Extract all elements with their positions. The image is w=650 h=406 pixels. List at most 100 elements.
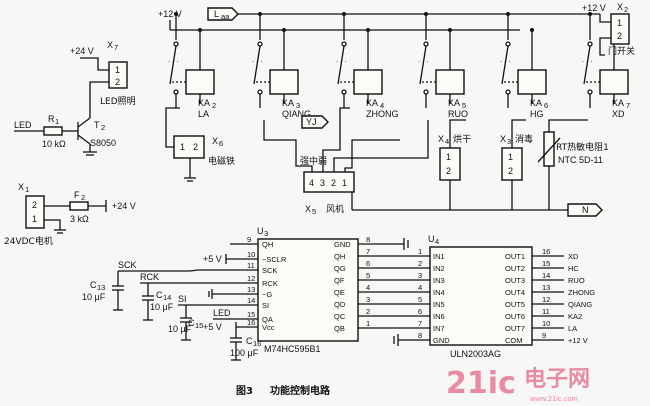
door-switch-x2: +12 V X 2 1 2 门开关	[582, 2, 635, 57]
relay-coil	[269, 69, 299, 95]
svg-text:QC: QC	[334, 312, 346, 321]
svg-text:. . .: . . .	[252, 55, 262, 64]
svg-text:4: 4	[309, 178, 314, 188]
u4-output-signal: QIANG	[568, 300, 592, 309]
svg-text:X: X	[617, 2, 623, 12]
svg-text:6: 6	[219, 139, 223, 148]
relay-name: QIANG	[282, 109, 311, 119]
svg-text:C: C	[90, 280, 97, 290]
svg-text:16: 16	[253, 339, 261, 348]
yj-tag: YJ	[301, 115, 329, 129]
svg-text:GND: GND	[433, 336, 450, 345]
svg-text:X: X	[18, 182, 24, 192]
svg-text:C: C	[246, 336, 253, 346]
svg-text:QA: QA	[262, 315, 273, 324]
svg-text:消毒: 消毒	[515, 133, 533, 145]
thermistor-rt1: RT热敏电阻1 NTC 5D-11	[537, 119, 609, 194]
u3-pin-7: QH7	[334, 247, 370, 261]
driver-u4: U 4 1IN12IN23IN34IN45IN56IN67IN78GNDOUT1…	[418, 234, 595, 359]
svg-text:N: N	[582, 205, 589, 215]
relay-ref: KA	[530, 98, 542, 108]
svg-text:1: 1	[617, 18, 622, 28]
svg-text:12: 12	[542, 295, 550, 304]
svg-text:X: X	[305, 204, 311, 214]
u3-left-circuit: +5 V SCK RCK SI LED +5 V C 13 10 μF C 14	[82, 243, 261, 361]
svg-text:QF: QF	[334, 276, 345, 285]
plus12-top-label: +12 V	[158, 9, 182, 19]
svg-text:~SCLR: ~SCLR	[262, 255, 287, 264]
u3-pin-3: QD3	[334, 295, 370, 309]
u3-pin-8: GND 8	[334, 235, 370, 249]
svg-text:+24 V: +24 V	[112, 201, 136, 211]
svg-text:2: 2	[617, 31, 622, 41]
svg-text:3: 3	[418, 271, 422, 280]
svg-text:2: 2	[81, 193, 85, 202]
svg-text:QH: QH	[262, 240, 273, 249]
svg-text:3: 3	[264, 229, 268, 238]
resistor-r1	[43, 126, 63, 136]
svg-text:GND: GND	[334, 240, 351, 249]
led-driver: LED R 1 10 kΩ T 2 S8050	[14, 110, 116, 156]
svg-text:15: 15	[542, 259, 550, 268]
u4-output-signal: LA	[568, 324, 577, 333]
svg-text:11: 11	[542, 307, 550, 316]
svg-text:16: 16	[542, 247, 550, 256]
svg-text:2: 2	[193, 142, 198, 152]
relay-ref-sub: 7	[626, 101, 630, 110]
u4-output-signal: ZHONG	[568, 288, 595, 297]
u4-output-signal: RUO	[568, 276, 585, 285]
svg-text:1: 1	[25, 185, 29, 194]
led-input-label: LED	[14, 120, 32, 130]
svg-text:. . .: . . .	[336, 55, 346, 64]
svg-text:+12 V: +12 V	[582, 3, 606, 13]
svg-text:2: 2	[115, 77, 120, 87]
svg-text:L: L	[214, 9, 219, 19]
svg-text:9: 9	[247, 235, 251, 244]
motor-x1: X 1 2 1 F 2 3 kΩ +24 V 24VDC电机	[4, 182, 136, 247]
u4-output-signal: HC	[568, 264, 579, 273]
relay-name: RUO	[448, 109, 468, 119]
solenoid-x6: 1 2 X 6 电磁铁	[165, 107, 235, 182]
svg-text:12: 12	[247, 274, 255, 283]
svg-text:2: 2	[418, 259, 422, 268]
u3-pin-6: QG6	[334, 259, 370, 273]
svg-text:RCK: RCK	[140, 272, 159, 282]
u3-pin-5: QF5	[334, 271, 370, 285]
svg-text:OUT6: OUT6	[505, 312, 525, 321]
svg-text:X: X	[107, 40, 113, 50]
svg-text:1: 1	[342, 178, 347, 188]
svg-text:1: 1	[180, 142, 185, 152]
relay-ref: KA	[282, 98, 294, 108]
svg-text:+24 V: +24 V	[70, 46, 94, 56]
svg-text:~G: ~G	[262, 290, 272, 299]
svg-text:2: 2	[366, 307, 370, 316]
svg-text:2: 2	[331, 178, 336, 188]
svg-text:aa: aa	[221, 12, 230, 21]
svg-text:1: 1	[508, 152, 513, 162]
relay-name: LA	[198, 109, 209, 119]
svg-text:SI: SI	[178, 294, 187, 304]
sterilizer-x3: X 3 消毒 1 2	[500, 119, 533, 194]
svg-text:Vcc: Vcc	[262, 323, 275, 332]
svg-text:10 μF: 10 μF	[168, 324, 192, 334]
svg-text:QD: QD	[334, 300, 346, 309]
svg-text:OUT5: OUT5	[505, 300, 525, 309]
relay-coil	[435, 69, 465, 95]
svg-text:2: 2	[32, 200, 37, 210]
svg-text:8: 8	[366, 235, 370, 244]
relay-coil	[517, 69, 547, 95]
neutral-bus: N	[351, 192, 603, 217]
svg-text:10: 10	[247, 250, 255, 259]
relay-ref-sub: 4	[380, 101, 384, 110]
svg-text:IN6: IN6	[433, 312, 445, 321]
